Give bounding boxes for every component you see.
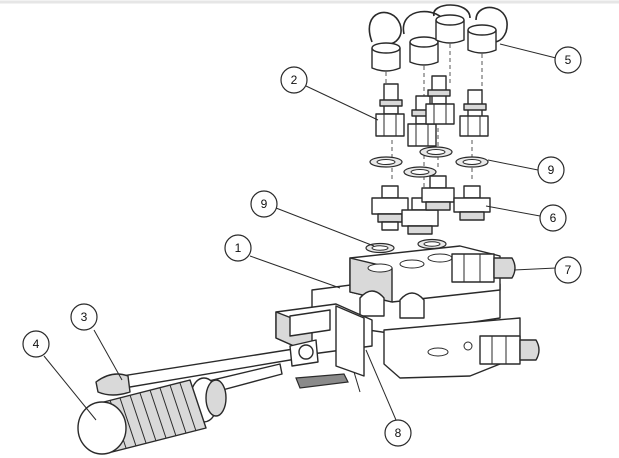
callout-6: 6 [539,204,567,232]
lever-rod-tip [95,373,131,396]
quick-couplers [375,75,489,147]
callout-1: 1 [224,234,252,262]
handle-end-cap [77,401,127,455]
lever-bracket [275,303,373,393]
cap-cable [433,4,471,19]
callout-4: 4 [22,330,50,358]
adapter-fittings [371,175,491,235]
quick-coupler [425,75,455,125]
callout-7-label: 7 [565,263,572,277]
dust-cap [467,24,497,54]
dust-caps [368,4,508,72]
callout-3-label: 3 [81,310,88,324]
seal-ring [455,156,489,168]
elbow-fitting [479,335,540,365]
seal-ring [369,156,403,168]
callout-2: 2 [280,66,308,94]
callout-5-label: 5 [565,53,572,67]
callout-9-right: 9 [537,156,565,184]
elbow-fittings [451,253,540,365]
callout-7: 7 [554,256,582,284]
callout-4-label: 4 [33,337,40,351]
dust-cap [409,36,439,66]
dust-cap [435,14,465,44]
quick-coupler [375,83,405,137]
upper-seal-rings [369,146,489,178]
callout-3: 3 [70,303,98,331]
callout-9-left: 9 [250,190,278,218]
adapter-fitting [371,185,409,231]
seal-ring [403,166,437,178]
seal-ring [417,238,447,250]
seal-ring [419,146,453,158]
quick-coupler [459,89,489,137]
elbow-fitting [451,253,516,283]
leader-lines [43,43,557,421]
callout-8: 8 [384,419,412,447]
callout-9-right-label: 9 [548,163,555,177]
callout-6-label: 6 [550,211,557,225]
callout-5: 5 [554,46,582,74]
dust-cap [371,42,401,72]
lever-handle [77,363,283,455]
lever-pivot [359,290,385,317]
lever-rod [95,339,319,396]
callout-9-left-label: 9 [261,197,268,211]
adapter-fitting [453,185,491,221]
cap-cable [368,11,402,45]
callout-8-label: 8 [395,426,402,440]
callout-1-label: 1 [235,241,242,255]
callout-2-label: 2 [291,73,298,87]
adapter-fitting [421,175,455,211]
